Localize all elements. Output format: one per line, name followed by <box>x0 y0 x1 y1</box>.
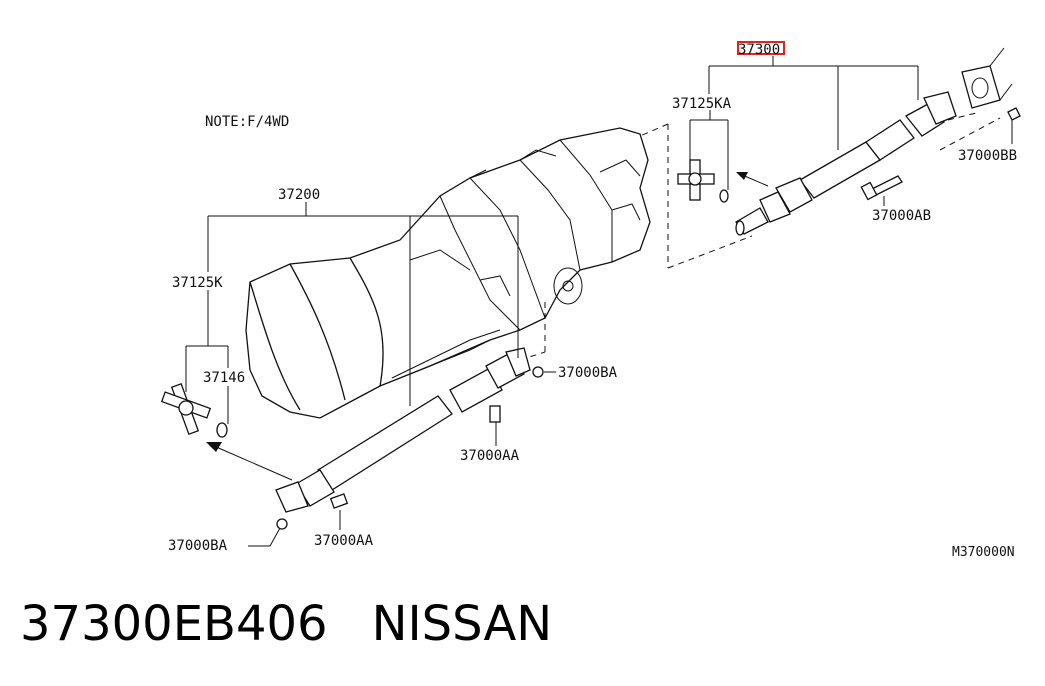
label-37000bb: 37000BB <box>958 148 1017 164</box>
bolt-37000ab <box>860 175 903 201</box>
label-37000aa-low: 37000AA <box>314 533 374 549</box>
figure-code: M370000N <box>952 545 1015 560</box>
bolt-37000aa-low <box>329 493 349 509</box>
label-37000ab: 37000AB <box>872 208 931 224</box>
bolt-37000aa-mid <box>489 405 501 423</box>
leader-lines <box>185 56 1013 547</box>
label-37300: 37300 <box>738 42 780 58</box>
caption: 37300EB406 NISSAN <box>20 596 552 652</box>
joint-spider-rear <box>160 382 212 436</box>
brand-name: NISSAN <box>371 596 553 652</box>
joint-spider-top <box>677 159 729 203</box>
label-37200: 37200 <box>278 187 320 203</box>
note-text: NOTE:F/4WD <box>205 114 289 130</box>
label-37125ka: 37125KA <box>672 96 732 112</box>
part-number: 37300EB406 <box>20 596 328 652</box>
label-37000ba-mid: 37000BA <box>558 365 618 381</box>
rear-propeller-shaft <box>275 347 531 513</box>
label-37146: 37146 <box>203 370 245 386</box>
label-37000ba-low: 37000BA <box>168 538 228 554</box>
nut-37000ba-low <box>276 518 288 530</box>
label-37125k: 37125K <box>172 275 223 291</box>
transmission-drawing <box>245 127 651 419</box>
detail-box-outline <box>519 111 1001 361</box>
snap-ring-37146 <box>216 422 228 438</box>
label-37000aa-mid: 37000AA <box>460 448 520 464</box>
direction-arrow-top <box>736 172 769 187</box>
nut-37000bb <box>1007 107 1021 121</box>
highlight-box <box>737 41 785 55</box>
nut-37000ba-mid <box>532 366 544 378</box>
direction-arrow-rear <box>206 442 293 481</box>
front-propeller-shaft <box>735 47 1013 236</box>
